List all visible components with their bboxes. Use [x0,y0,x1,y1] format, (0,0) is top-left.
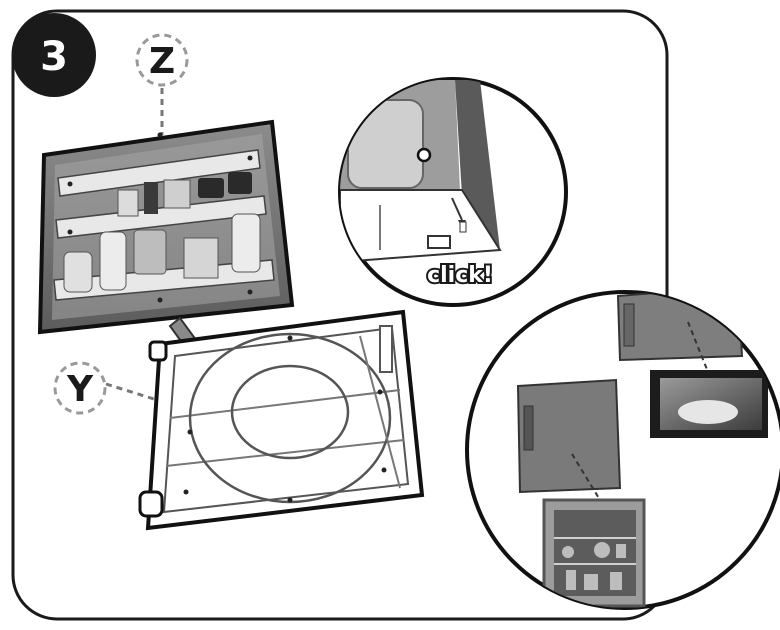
appliance-frame [138,309,425,531]
fridge-door-panel [37,119,295,335]
click-label: click! [427,263,493,288]
label-y-text: Y [66,369,94,410]
label-z-text: Z [149,41,175,82]
hinge-zoom-detail: click! [338,77,568,307]
step-badge: 3 [12,13,96,97]
step-number: 3 [40,34,68,80]
white-dot-icon [416,147,432,163]
lower-door-panel [516,378,622,494]
upper-door-panel [616,292,744,362]
label-z: Z [135,33,189,135]
door-orientation-detail [465,290,780,610]
